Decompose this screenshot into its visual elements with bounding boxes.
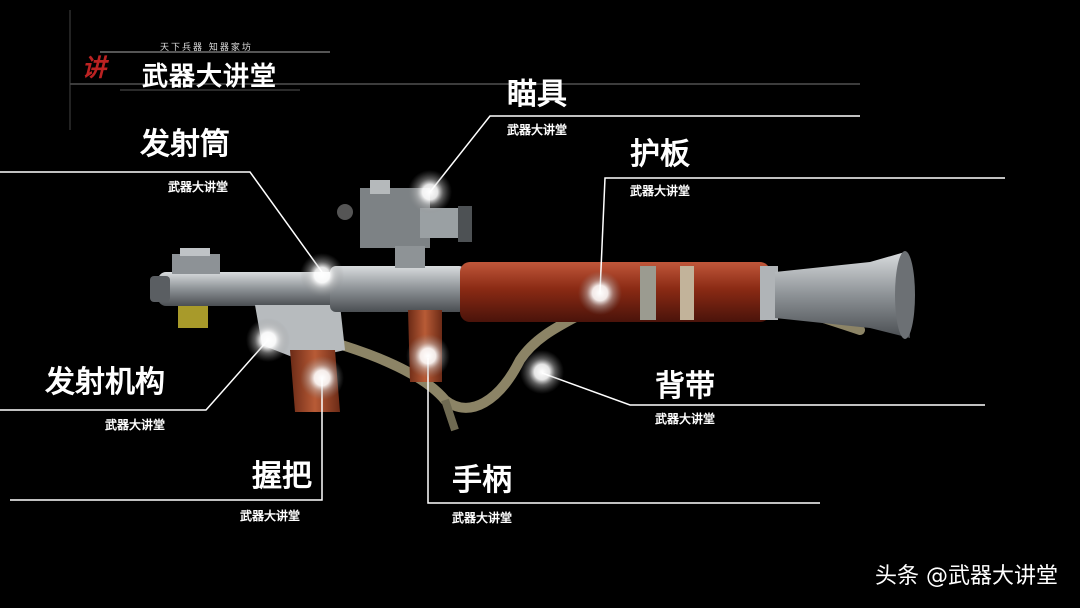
optical-sight: [337, 180, 472, 268]
hotspot-handle[interactable]: [406, 334, 450, 378]
hotspot-grip[interactable]: [300, 356, 344, 400]
logo-tagline: 天下兵器 知器家坊: [160, 43, 253, 53]
label-grip: 握把: [252, 459, 312, 494]
sub-grip: 武器大讲堂: [240, 509, 301, 523]
logo-title: 武器大讲堂: [142, 62, 278, 92]
sub-shield: 武器大讲堂: [630, 184, 691, 198]
label-tube: 发射筒: [140, 127, 230, 162]
hotspot-sight[interactable]: [408, 170, 452, 214]
label-handle: 手柄: [452, 463, 512, 498]
hotspot-shield[interactable]: [578, 271, 622, 315]
label-mechanism: 发射机构: [45, 365, 165, 400]
sub-handle: 武器大讲堂: [452, 511, 513, 525]
logo-lines: [69, 10, 860, 130]
sub-tube: 武器大讲堂: [168, 180, 229, 194]
hotspots: [246, 170, 622, 400]
label-sight: 瞄具: [507, 77, 567, 112]
label-strap: 背带: [655, 369, 715, 404]
hotspot-mechanism[interactable]: [246, 318, 290, 362]
sub-mechanism: 武器大讲堂: [105, 418, 166, 432]
muzzle-flare: [775, 252, 910, 338]
watermark: 头条 @武器大讲堂: [875, 564, 1058, 589]
sub-sight: 武器大讲堂: [507, 123, 568, 137]
logo-mark: 讲: [82, 54, 106, 82]
leader-lines: [0, 115, 1005, 504]
label-shield: 护板: [630, 137, 690, 172]
sub-strap: 武器大讲堂: [655, 412, 716, 426]
hotspot-strap[interactable]: [520, 350, 564, 394]
hotspot-tube[interactable]: [300, 253, 344, 297]
